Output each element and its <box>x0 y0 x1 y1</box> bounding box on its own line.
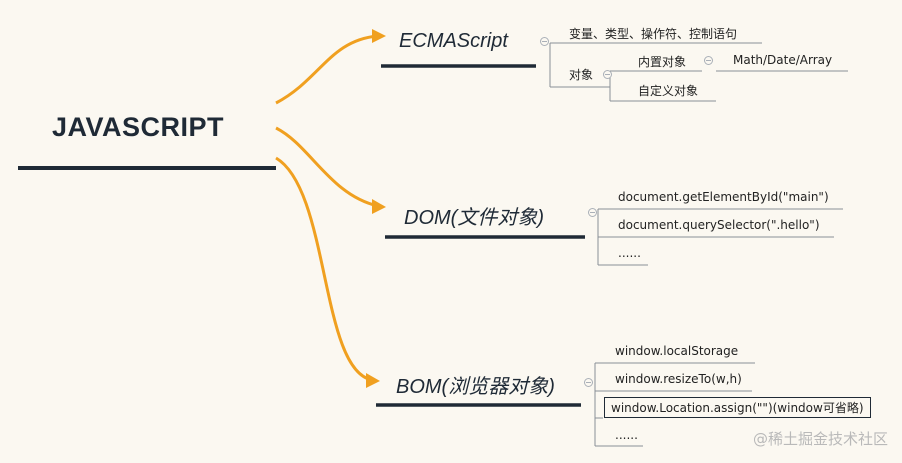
ecma-collapse-toggle[interactable] <box>540 37 549 46</box>
branch-dom[interactable]: DOM(文件对象) <box>404 207 544 229</box>
arrowhead-dom <box>372 199 386 214</box>
node-ecma-basics[interactable]: 变量、类型、操作符、控制语句 <box>569 27 738 41</box>
object-collapse-toggle[interactable] <box>603 70 612 79</box>
node-custom-object[interactable]: 自定义对象 <box>638 84 699 98</box>
node-bom-location-assign[interactable]: window.Location.assign("")(window可省略) <box>604 397 871 418</box>
watermark-text: @稀土掘金技术社区 <box>752 430 888 448</box>
node-bom-localstorage[interactable]: window.localStorage <box>615 344 739 358</box>
bom-subtree-lines <box>594 362 755 447</box>
arrowhead-ecma <box>372 29 386 43</box>
connector-bom <box>275 156 373 382</box>
dom-subtree-lines <box>597 208 843 266</box>
dom-collapse-toggle[interactable] <box>588 208 597 217</box>
node-dom-more[interactable]: ...... <box>618 246 641 260</box>
node-ecma-object[interactable]: 对象 <box>569 68 594 82</box>
node-bom-more[interactable]: ...... <box>615 428 638 442</box>
arrowhead-bom <box>366 373 380 388</box>
connector-dom <box>275 126 379 208</box>
node-builtin-object[interactable]: 内置对象 <box>638 55 687 69</box>
branch-bom[interactable]: BOM(浏览器对象) <box>396 376 555 398</box>
root-node: JAVASCRIPT <box>52 112 225 142</box>
node-builtin-example[interactable]: Math/Date/Array <box>733 53 833 67</box>
node-dom-queryselector[interactable]: document.querySelector(".hello") <box>618 218 820 232</box>
node-dom-getelementbyid[interactable]: document.getElementById("main") <box>618 190 829 204</box>
builtin-collapse-toggle[interactable] <box>704 56 713 65</box>
node-bom-resizeto[interactable]: window.resizeTo(w,h) <box>615 372 742 386</box>
ecma-subtree-lines <box>549 42 848 102</box>
branch-ecmascript[interactable]: ECMAScript <box>399 30 508 52</box>
bom-collapse-toggle[interactable] <box>584 378 593 387</box>
connector-ecma <box>275 34 379 105</box>
